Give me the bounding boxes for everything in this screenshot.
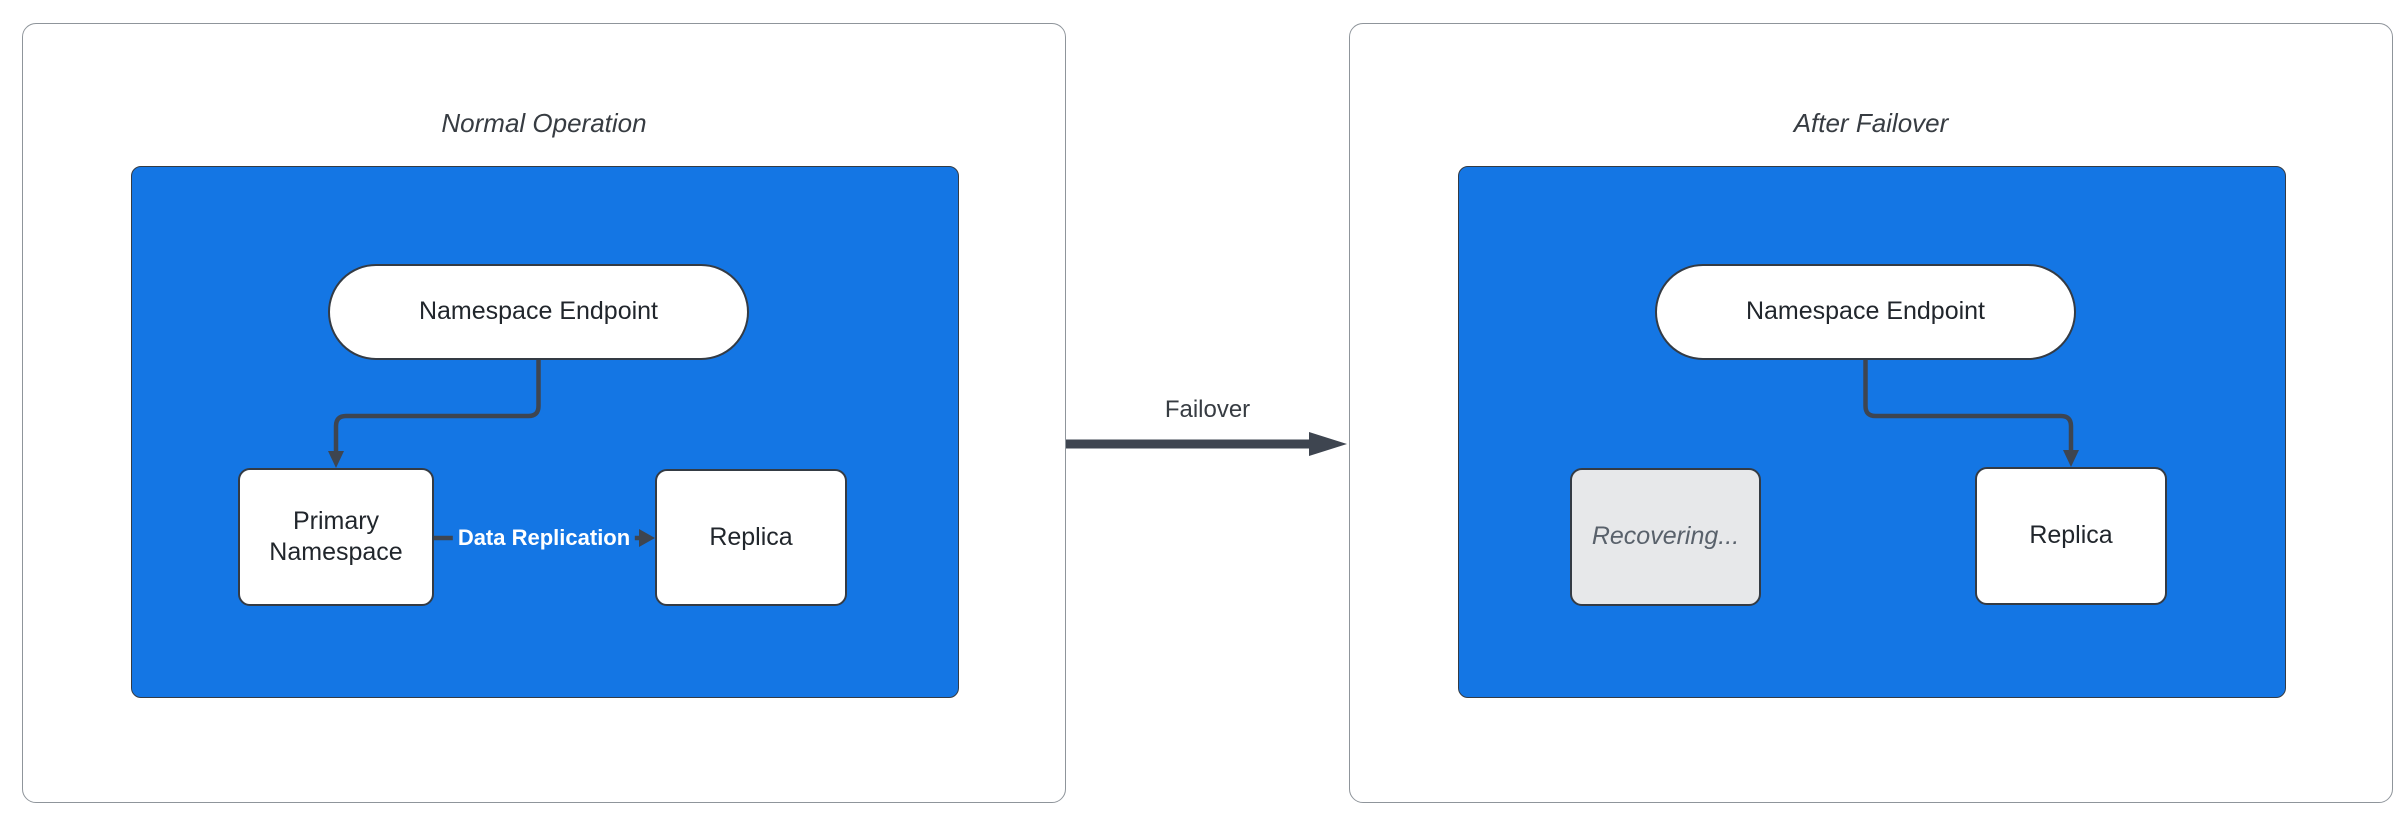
panel-normal-operation: Normal Operation Namespace Endpoint Prim… [22, 23, 1066, 803]
edges-failover [1863, 360, 2079, 467]
arrowhead-endpoint-to-primary [328, 451, 344, 468]
node-replica: Replica [1975, 467, 2167, 605]
panel-title-normal-operation: Normal Operation [441, 108, 647, 138]
failover-arrowhead [1309, 432, 1347, 456]
cluster-container-failover: Namespace Endpoint Recovering... Replica [1458, 166, 2286, 698]
failover-connector: Failover [1066, 396, 1349, 462]
node-namespace-endpoint: Namespace Endpoint [328, 264, 749, 360]
cluster-container-normal: Namespace Endpoint Primary Namespace Rep… [131, 166, 959, 698]
failover-label: Failover [1164, 396, 1251, 423]
arrowhead-endpoint-to-replica [2063, 450, 2079, 467]
panel-after-failover: After Failover Namespace Endpoint Recove… [1349, 23, 2393, 803]
node-replica: Replica [655, 469, 847, 606]
node-recovering: Recovering... [1570, 468, 1761, 606]
node-primary-namespace: Primary Namespace [238, 468, 434, 606]
edge-endpoint-to-replica [1863, 360, 2074, 452]
edge-endpoint-to-primary [333, 360, 541, 453]
panel-title-after-failover: After Failover [1793, 108, 1949, 138]
edge-label-data-replication: Data Replication [452, 523, 636, 553]
node-namespace-endpoint: Namespace Endpoint [1655, 264, 2076, 360]
arrowhead-primary-to-replica [639, 529, 655, 547]
failover-arrow [1066, 432, 1347, 456]
edges-normal [328, 360, 655, 547]
